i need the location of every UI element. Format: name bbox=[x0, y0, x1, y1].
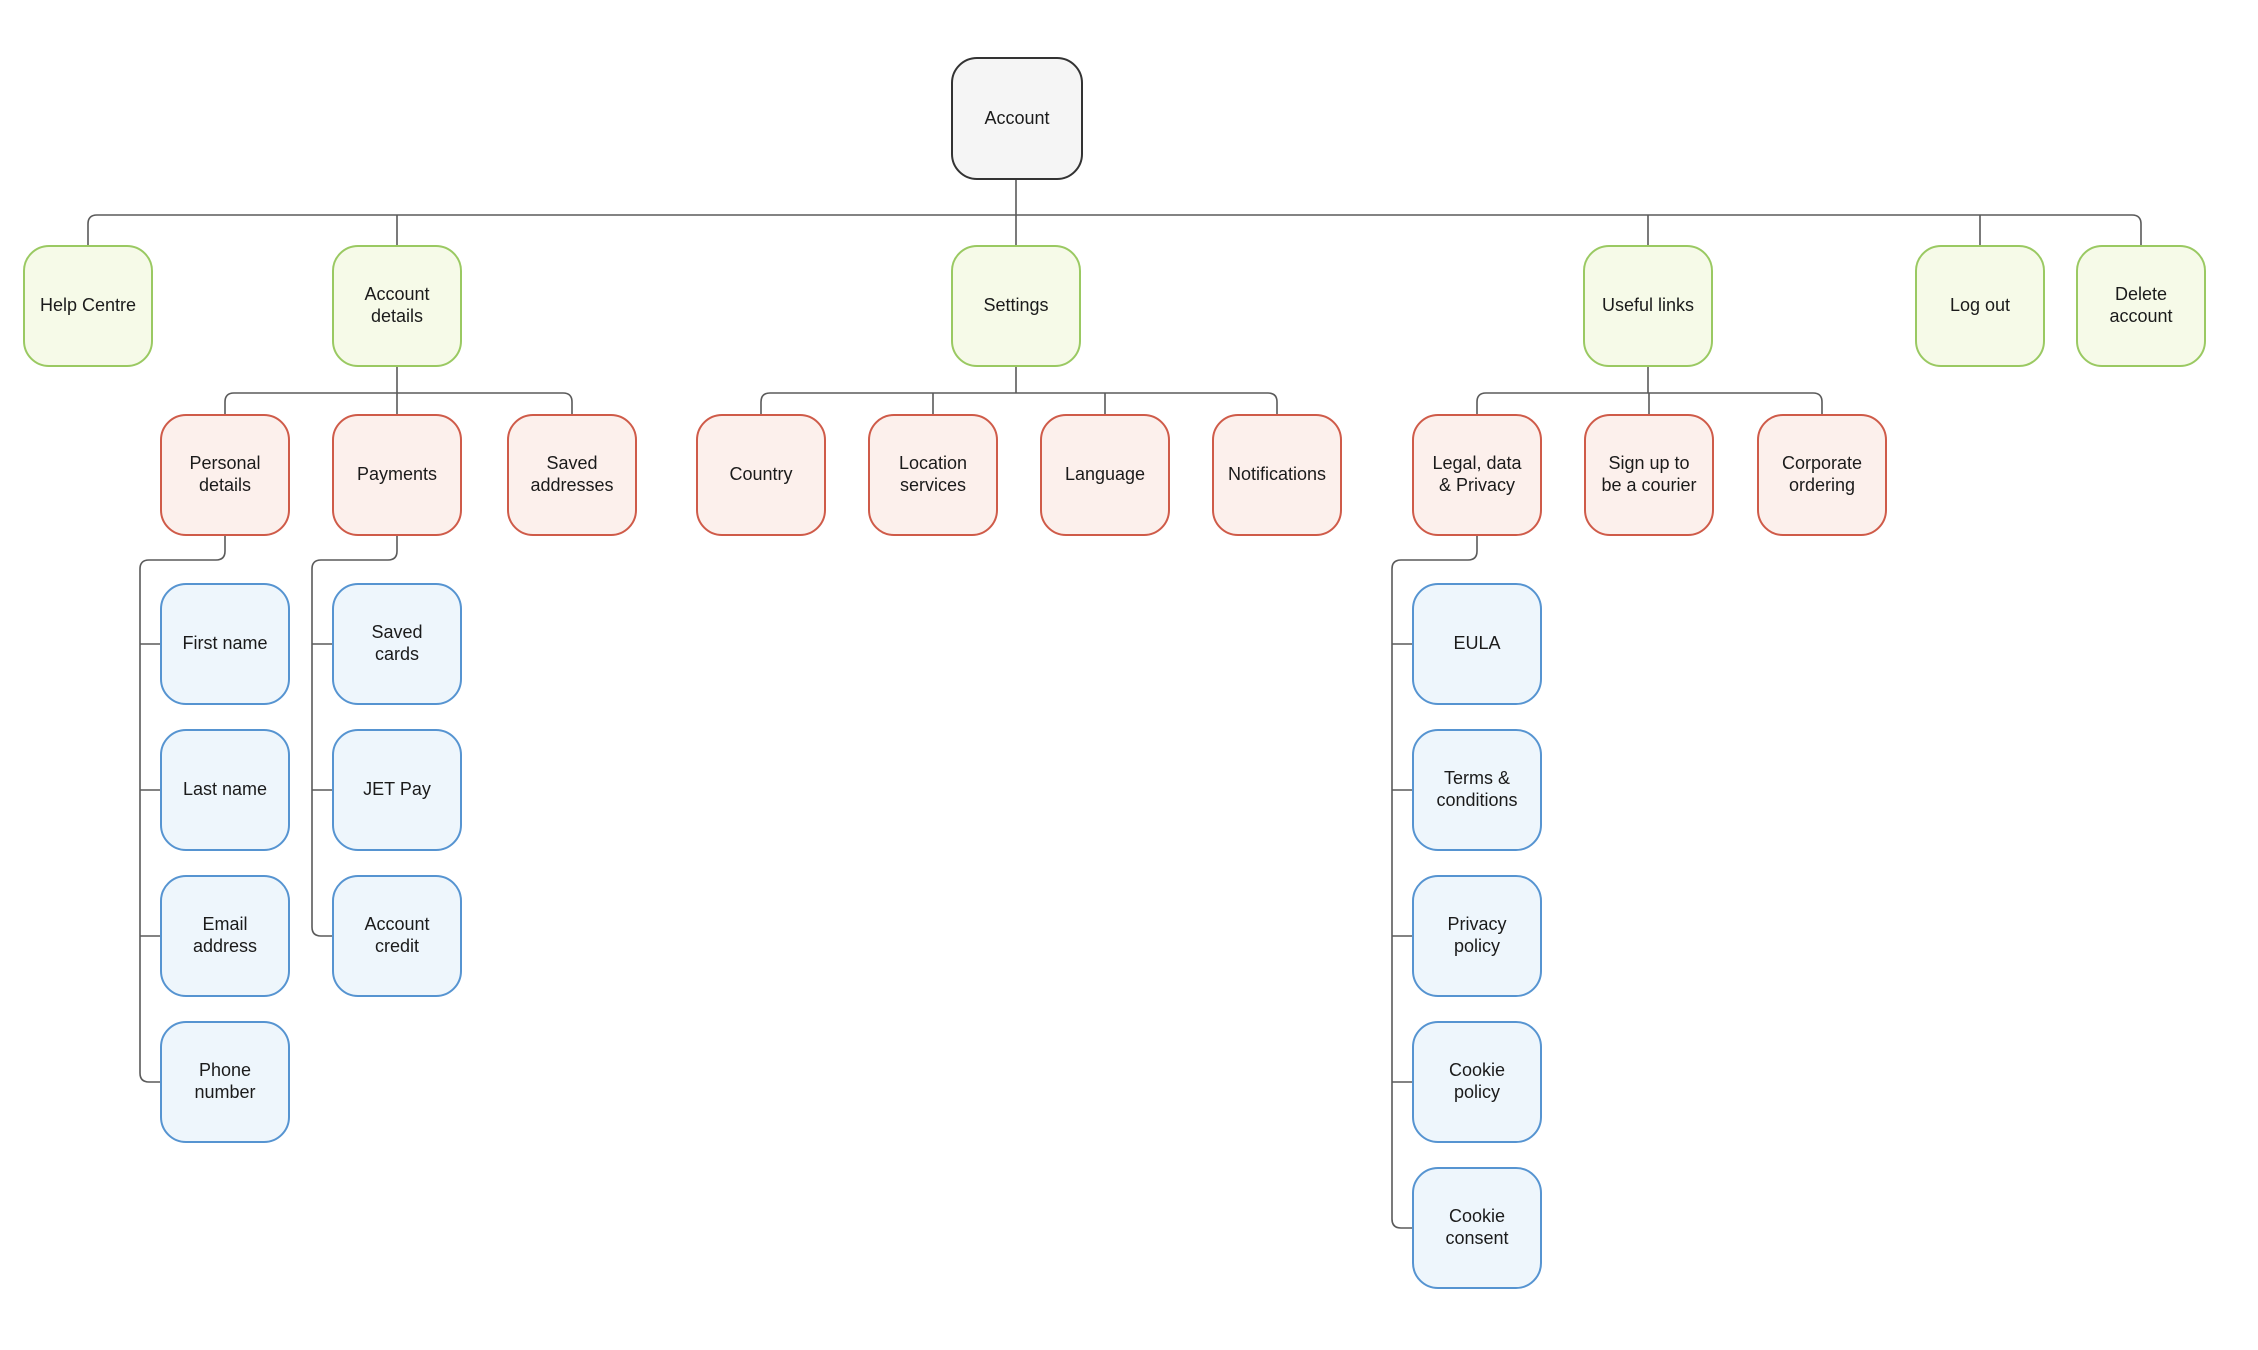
node-email-address[interactable]: Email address bbox=[160, 875, 290, 997]
node-label: Last name bbox=[182, 779, 268, 800]
node-useful-links[interactable]: Useful links bbox=[1583, 245, 1713, 367]
node-label: EULA bbox=[1453, 633, 1501, 654]
node-label: Account details bbox=[364, 284, 430, 326]
node-account-details[interactable]: Account details bbox=[332, 245, 462, 367]
node-label: Sign up to be a courier bbox=[1601, 453, 1697, 495]
node-phone-number[interactable]: Phone number bbox=[160, 1021, 290, 1143]
node-cookie-consent[interactable]: Cookie consent bbox=[1412, 1167, 1542, 1289]
node-label: Corporate ordering bbox=[1781, 453, 1863, 495]
node-personal-details[interactable]: Personal details bbox=[160, 414, 290, 536]
node-country[interactable]: Country bbox=[696, 414, 826, 536]
edge-account-details-to-children bbox=[224, 366, 573, 415]
node-saved-addresses[interactable]: Saved addresses bbox=[507, 414, 637, 536]
node-label: Delete account bbox=[2109, 284, 2173, 326]
node-account-credit[interactable]: Account credit bbox=[332, 875, 462, 997]
node-label: Personal details bbox=[189, 453, 261, 495]
node-label: Privacy policy bbox=[1447, 914, 1507, 956]
node-sign-up-courier[interactable]: Sign up to be a courier bbox=[1584, 414, 1714, 536]
edge-useful-links-to-children bbox=[1476, 366, 1823, 415]
node-label: Email address bbox=[192, 914, 258, 956]
node-label: Legal, data & Privacy bbox=[1432, 453, 1522, 495]
node-label: Phone number bbox=[194, 1060, 256, 1102]
node-label: JET Pay bbox=[363, 779, 431, 800]
node-delete-account[interactable]: Delete account bbox=[2076, 245, 2206, 367]
node-label: Useful links bbox=[1601, 295, 1695, 316]
node-label: Cookie consent bbox=[1445, 1206, 1509, 1248]
node-label: Account bbox=[984, 107, 1050, 128]
node-label: First name bbox=[182, 633, 268, 654]
node-label: Notifications bbox=[1227, 464, 1327, 485]
node-label: Saved cards bbox=[371, 622, 423, 664]
node-label: Language bbox=[1064, 464, 1146, 485]
node-log-out[interactable]: Log out bbox=[1915, 245, 2045, 367]
node-privacy-policy[interactable]: Privacy policy bbox=[1412, 875, 1542, 997]
node-payments[interactable]: Payments bbox=[332, 414, 462, 536]
node-label: Settings bbox=[983, 295, 1049, 316]
edge-account-to-sections bbox=[87, 178, 2142, 246]
node-jet-pay[interactable]: JET Pay bbox=[332, 729, 462, 851]
node-cookie-policy[interactable]: Cookie policy bbox=[1412, 1021, 1542, 1143]
node-label: Account credit bbox=[364, 914, 430, 956]
node-location-services[interactable]: Location services bbox=[868, 414, 998, 536]
node-label: Payments bbox=[356, 464, 438, 485]
node-label: Saved addresses bbox=[530, 453, 614, 495]
node-help-centre[interactable]: Help Centre bbox=[23, 245, 153, 367]
node-notifications[interactable]: Notifications bbox=[1212, 414, 1342, 536]
edge-settings-to-children bbox=[760, 366, 1278, 415]
node-settings[interactable]: Settings bbox=[951, 245, 1081, 367]
node-saved-cards[interactable]: Saved cards bbox=[332, 583, 462, 705]
node-account[interactable]: Account bbox=[951, 57, 1083, 180]
node-label: Terms & conditions bbox=[1436, 768, 1518, 810]
node-label: Help Centre bbox=[39, 295, 137, 316]
node-language[interactable]: Language bbox=[1040, 414, 1170, 536]
node-label: Cookie policy bbox=[1448, 1060, 1506, 1102]
node-first-name[interactable]: First name bbox=[160, 583, 290, 705]
node-label: Country bbox=[729, 464, 793, 485]
node-legal-data-privacy[interactable]: Legal, data & Privacy bbox=[1412, 414, 1542, 536]
node-corporate-ordering[interactable]: Corporate ordering bbox=[1757, 414, 1887, 536]
node-eula[interactable]: EULA bbox=[1412, 583, 1542, 705]
node-label: Log out bbox=[1949, 295, 2011, 316]
node-label: Location services bbox=[898, 453, 968, 495]
node-last-name[interactable]: Last name bbox=[160, 729, 290, 851]
node-terms-conditions[interactable]: Terms & conditions bbox=[1412, 729, 1542, 851]
